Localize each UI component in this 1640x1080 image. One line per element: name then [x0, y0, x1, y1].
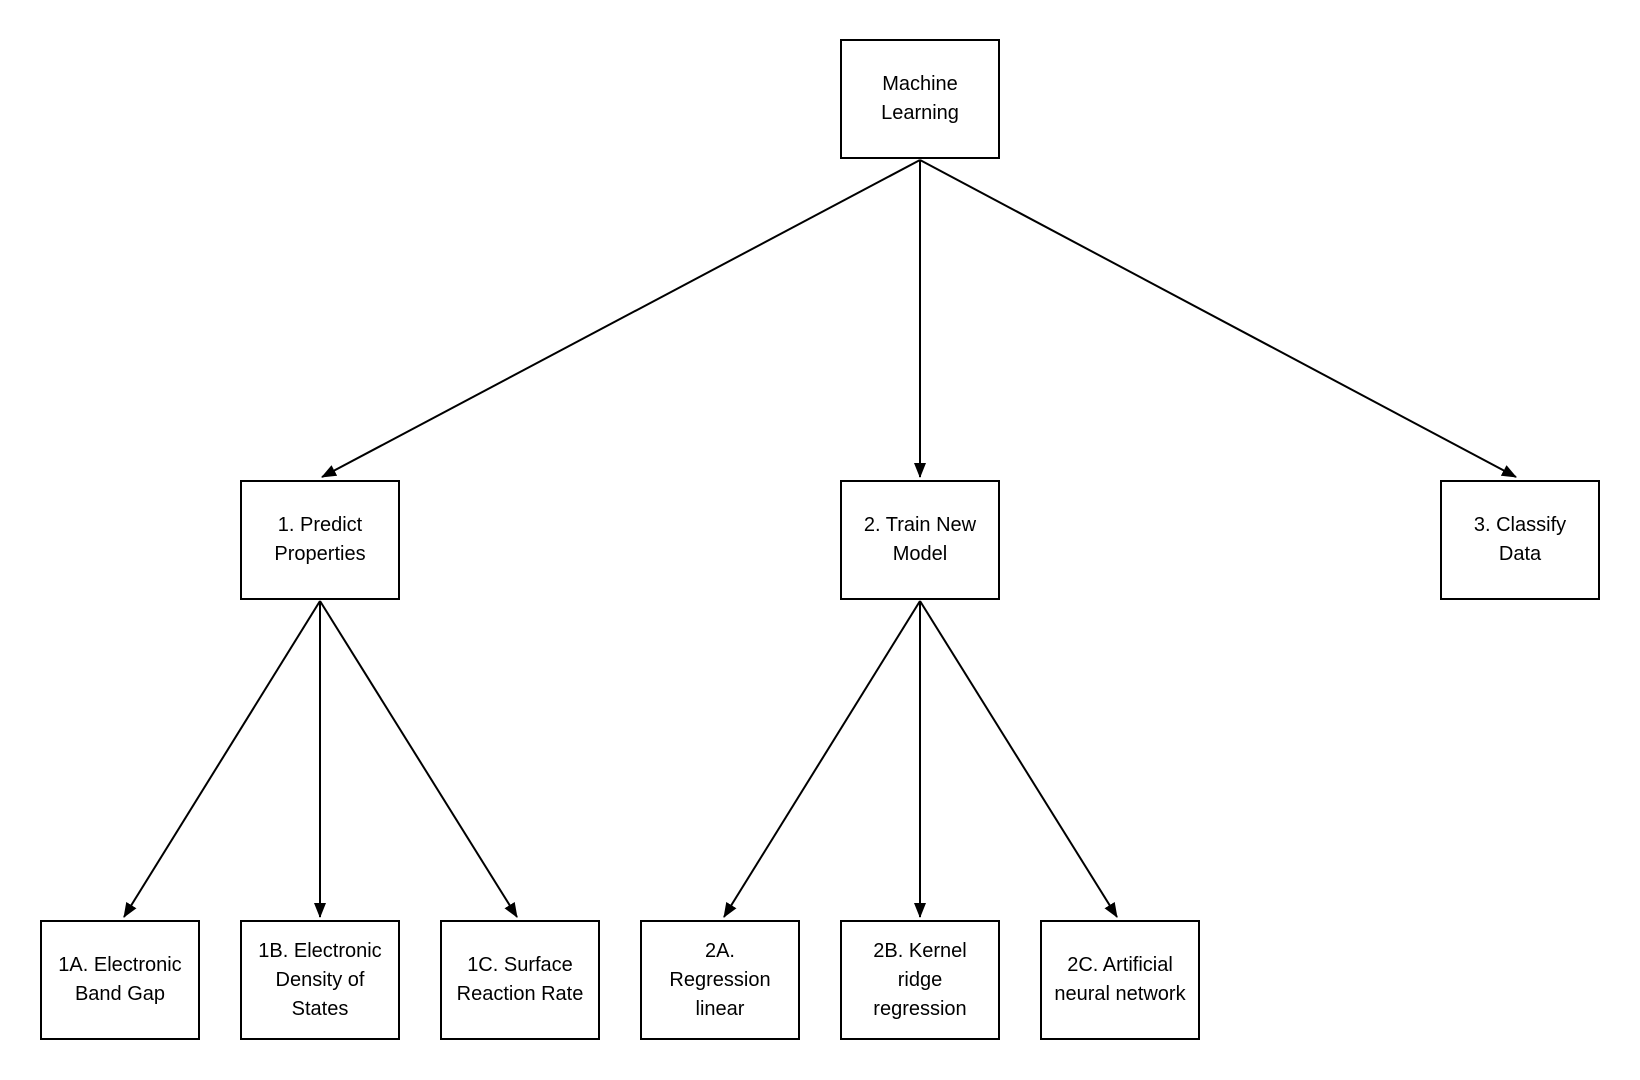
edge-train-ann: [919, 600, 1118, 918]
node-machine-learning-label: Machine Learning: [881, 73, 959, 124]
edge-ml-classify: [919, 159, 1517, 478]
node-train-new-model: 2. Train New Model: [840, 480, 1000, 600]
node-artificial-neural-network-label: 2C. Artificial neural network: [1054, 954, 1186, 1005]
node-electronic-band-gap-label: 1A. Electronic Band Gap: [58, 954, 182, 1005]
node-regression-linear: 2A. Regression linear: [640, 920, 800, 1040]
edge-predict-surface: [319, 600, 518, 918]
edge-train-linreg: [723, 600, 921, 918]
node-surface-reaction-rate: 1C. Surface Reaction Rate: [440, 920, 600, 1040]
node-surface-reaction-rate-label: 1C. Surface Reaction Rate: [456, 954, 584, 1005]
node-machine-learning: Machine Learning: [840, 39, 1000, 159]
edge-predict-bandgap: [123, 600, 321, 918]
node-artificial-neural-network: 2C. Artificial neural network: [1040, 920, 1200, 1040]
node-electronic-density-of-states-label: 1B. Electronic Density of States: [258, 939, 382, 1020]
node-kernel-ridge-regression: 2B. Kernel ridge regression: [840, 920, 1000, 1040]
node-electronic-band-gap: 1A. Electronic Band Gap: [40, 920, 200, 1040]
node-electronic-density-of-states: 1B. Electronic Density of States: [240, 920, 400, 1040]
edge-ml-predict: [321, 159, 921, 478]
node-predict-properties: 1. Predict Properties: [240, 480, 400, 600]
node-classify-data: 3. Classify Data: [1440, 480, 1600, 600]
node-train-new-model-label: 2. Train New Model: [863, 514, 977, 565]
node-regression-linear-label: 2A. Regression linear: [669, 939, 771, 1020]
node-kernel-ridge-regression-label: 2B. Kernel ridge regression: [873, 939, 967, 1020]
node-predict-properties-label: 1. Predict Properties: [274, 514, 366, 565]
node-classify-data-label: 3. Classify Data: [1473, 514, 1567, 565]
